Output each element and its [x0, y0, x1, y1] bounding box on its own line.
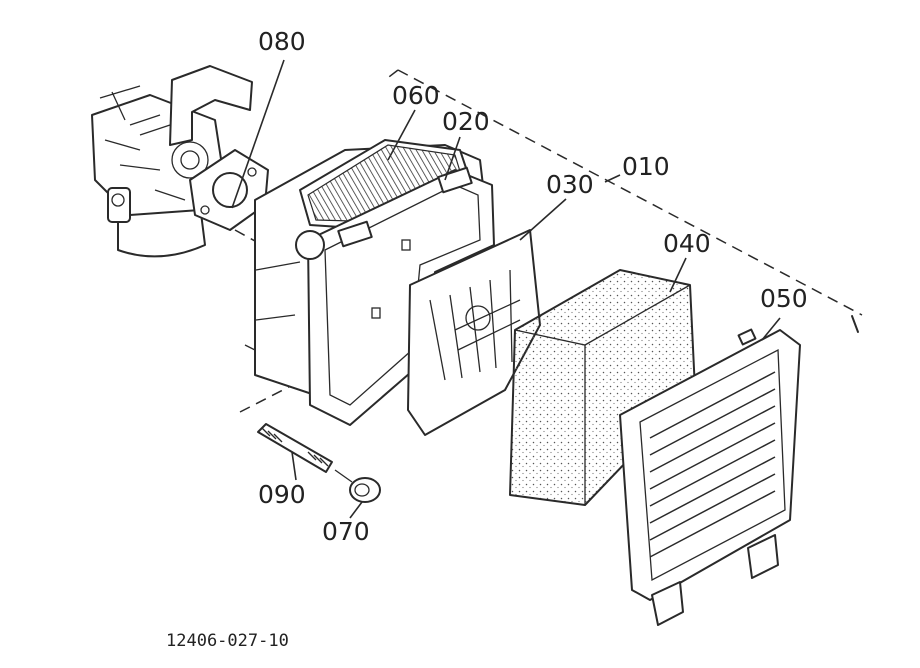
part-label-080: 080 — [258, 27, 306, 56]
part-label-090: 090 — [258, 480, 306, 509]
part-label-040: 040 — [663, 229, 711, 258]
air-cleaner-case-020 — [244, 139, 495, 426]
part-label-060: 060 — [392, 81, 440, 110]
foam-element-040 — [509, 269, 696, 506]
figure-code: 12406-027-10 — [166, 631, 289, 651]
leader-lines — [231, 59, 781, 519]
part-label-020: 020 — [442, 107, 490, 136]
element-holder-030 — [407, 229, 541, 436]
part-label-030: 030 — [546, 170, 594, 199]
gasket-080 — [189, 149, 269, 231]
part-label-050: 050 — [760, 284, 808, 313]
carburetor — [91, 65, 253, 258]
cover-050 — [619, 328, 801, 626]
part-label-010: 010 — [622, 152, 670, 181]
part-label-070: 070 — [322, 517, 370, 546]
nut-070 — [334, 469, 381, 503]
stud-bolt-090 — [257, 423, 333, 473]
